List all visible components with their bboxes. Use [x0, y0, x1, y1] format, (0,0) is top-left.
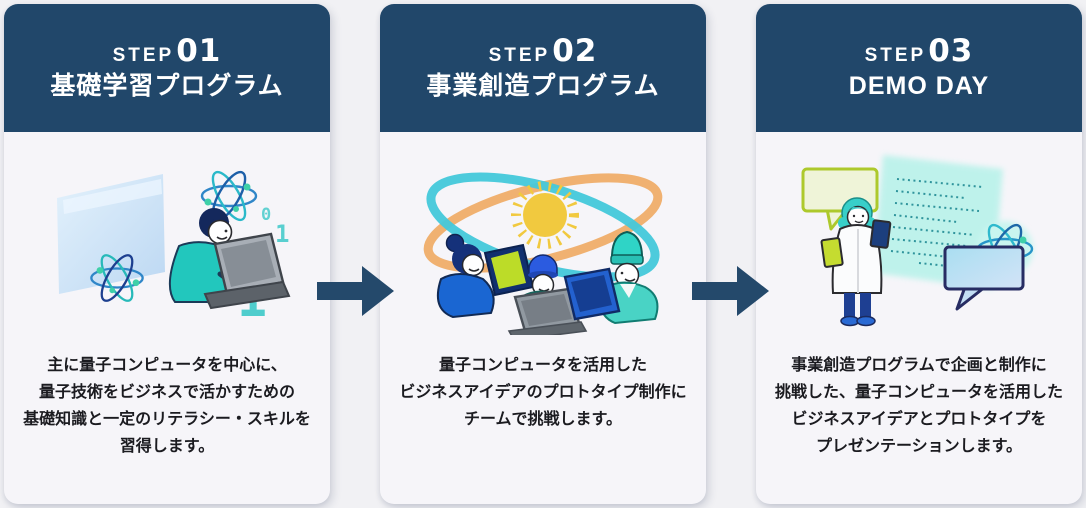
step1-header: STEP 01 基礎学習プログラム	[4, 4, 330, 132]
sun-icon	[511, 181, 579, 249]
description-line: チームで挑戦します。	[464, 411, 622, 428]
step2-label: STEP	[488, 44, 551, 66]
right-arrow-icon	[692, 266, 769, 316]
step3-label: STEP	[864, 44, 927, 66]
laptop-base	[507, 321, 588, 335]
atom-icon	[200, 170, 258, 222]
description-line: プレゼンテーションします。	[815, 438, 1023, 455]
step3-title: DEMO DAY	[848, 71, 990, 100]
tablet-icon	[869, 219, 892, 249]
folder-icon	[820, 237, 844, 268]
step1-label: STEP	[112, 44, 175, 66]
step3-number: 03	[928, 32, 974, 69]
person-laptop-atoms-binary-illustration: 0 0 1 0 1	[57, 170, 291, 328]
description-line: 主に量子コンピュータを中心に、	[47, 357, 287, 374]
step1-illustration: 0 0 1 0 1	[4, 132, 330, 348]
step2-illustration	[380, 132, 706, 348]
screen-panel-highlight	[63, 179, 162, 214]
presenter-figure	[820, 197, 892, 327]
step2-title: 事業創造プログラム	[426, 71, 660, 100]
step3-description: 事業創造プログラムで企画と制作に 挑戦した、量子コンピュータを活用した ビジネス…	[756, 348, 1082, 460]
description-line: 量子コンピュータを活用した	[438, 357, 647, 374]
team-member-middle	[507, 254, 588, 335]
description-line: 挑戦した、量子コンピュータを活用した	[774, 384, 1063, 401]
step3-step-line: STEP 03	[864, 32, 974, 69]
step3-header: STEP 03 DEMO DAY	[756, 4, 1082, 132]
step1-description: 主に量子コンピュータを中心に、 量子技術をビジネスで活かすための 基礎知識と一定…	[4, 348, 330, 460]
svg-text:1: 1	[275, 220, 289, 248]
step2-step-line: STEP 02	[488, 32, 598, 69]
description-line: ビジネスアイデアとプロトタイプを	[791, 411, 1047, 428]
team-member-left	[437, 233, 535, 319]
description-line: ビジネスアイデアのプロトタイプ制作に	[399, 384, 687, 401]
step3-card: STEP 03 DEMO DAY	[756, 4, 1082, 504]
team-member-right	[563, 230, 659, 325]
person-with-laptop	[168, 208, 291, 310]
step2-number: 02	[552, 32, 598, 69]
description-line: 基礎知識と一定のリテラシー・スキルを	[23, 411, 311, 428]
step1-title: 基礎学習プログラム	[50, 71, 284, 100]
step3-illustration	[756, 132, 1082, 348]
right-arrow-icon	[317, 266, 394, 316]
step1-step-line: STEP 01	[112, 32, 222, 69]
description-line: 事業創造プログラムで企画と制作に	[791, 357, 1047, 374]
description-line: 習得します。	[119, 438, 215, 455]
team-laptops-orbits-sun-illustration	[423, 172, 663, 335]
presenter-screen-speech-bubbles-illustration	[801, 155, 1034, 327]
atom-icon	[90, 254, 144, 302]
step2-card: STEP 02 事業創造プログラム	[380, 4, 706, 504]
step2-header: STEP 02 事業創造プログラム	[380, 4, 706, 132]
step2-description: 量子コンピュータを活用した ビジネスアイデアのプロトタイプ制作に チームで挑戦し…	[380, 348, 706, 433]
step1-card: STEP 01 基礎学習プログラム	[4, 4, 330, 504]
laptop-base	[203, 280, 291, 310]
description-line: 量子技術をビジネスで活かすための	[38, 384, 295, 401]
step1-number: 01	[176, 32, 222, 69]
svg-text:0: 0	[261, 205, 271, 225]
speech-bubble-blue-icon	[943, 245, 1025, 311]
